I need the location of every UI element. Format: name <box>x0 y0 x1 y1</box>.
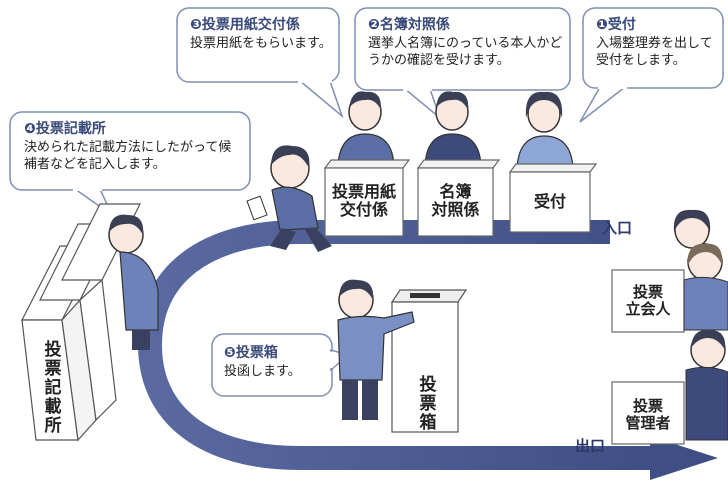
bubble-ballot-title: ❸投票用紙交付係 <box>190 17 300 33</box>
witness-desk <box>611 269 685 333</box>
bubble-box-text: 投函します。 <box>224 364 301 379</box>
desk-reception <box>508 163 598 233</box>
manager-desk <box>611 381 685 445</box>
manager-label: 投票 管理者 <box>625 397 671 433</box>
bubble-reception-title: ❶受付 <box>596 17 636 33</box>
entrance-label: 入口 <box>602 219 633 237</box>
bubble-register <box>354 7 571 121</box>
official-ballot-person <box>337 91 395 166</box>
witness-label: 投票 立会人 <box>625 283 671 319</box>
witness-people <box>673 209 728 331</box>
desk-ballot-label: 投票用紙 交付係 <box>331 182 396 220</box>
bubble-booth-title: ❹投票記載所 <box>24 121 106 137</box>
voter-walking <box>246 145 332 252</box>
bubble-register-text: 選挙人名簿にのっている本人かどうかの確認を受けます。 <box>368 36 563 68</box>
ballot-box-label: 投票箱 <box>415 375 436 432</box>
bubble-ballot <box>176 7 344 119</box>
bubble-box-title: ❺投票箱 <box>224 345 278 361</box>
exit-label: 出口 <box>575 437 606 455</box>
voter-writing <box>108 214 159 350</box>
bubble-box <box>211 333 350 397</box>
bubble-register-title: ❷名簿対照係 <box>368 17 450 33</box>
flow-arrowhead <box>650 436 718 480</box>
booth-label: 投票記載所 <box>40 340 61 435</box>
desk-register <box>416 159 501 237</box>
desk-ballot <box>323 159 411 237</box>
official-reception-person <box>516 91 574 169</box>
bubble-booth-text: 決められた記載方法にしたがって候補者などを記入します。 <box>24 140 232 172</box>
bubble-ballot-text: 投票用紙をもらいます。 <box>190 36 332 51</box>
voter-casting <box>337 279 415 420</box>
bubble-reception <box>579 7 724 123</box>
desk-reception-label: 受付 <box>533 192 566 211</box>
voting-booths <box>21 203 141 442</box>
desk-register-label: 名簿 対照係 <box>431 182 480 220</box>
official-register-person <box>424 91 482 166</box>
bubble-reception-text: 入場整理券を出して受付をします。 <box>596 36 713 68</box>
manager-person <box>685 329 728 441</box>
